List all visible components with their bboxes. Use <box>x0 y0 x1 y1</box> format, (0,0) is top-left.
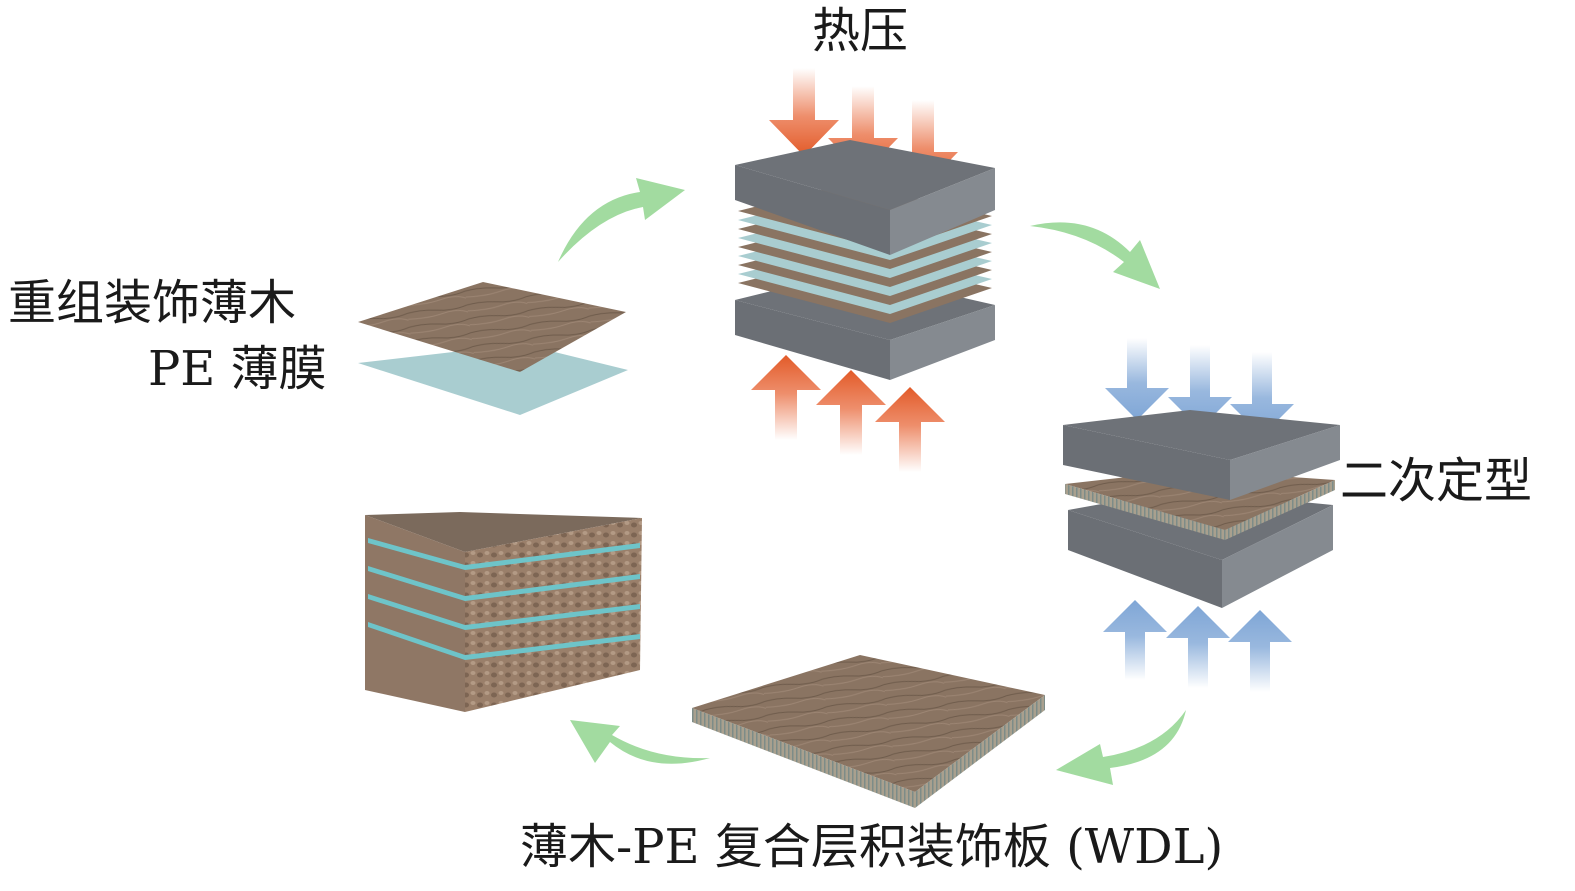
label-raw-pe-film: PE 薄膜 <box>148 341 327 397</box>
cool-arrows-down <box>1105 338 1294 436</box>
wdl-board <box>692 655 1045 808</box>
flow-arrow-2 <box>1030 222 1160 289</box>
label-secondary-shaping: 二次定型 <box>1340 453 1533 509</box>
heat-arrows-up <box>751 355 945 472</box>
raw-materials <box>358 282 628 415</box>
cross-section-block <box>365 512 642 712</box>
label-hot-press: 热压 <box>812 3 909 59</box>
flow-arrow-1 <box>558 178 685 262</box>
veneer-sheet <box>358 282 626 372</box>
pe-bands <box>368 538 640 660</box>
flow-arrow-4 <box>570 720 710 764</box>
label-raw-veneer: 重组装饰薄木 <box>8 275 297 331</box>
pe-film-sheet <box>358 344 628 415</box>
secondary-shaping-stage <box>1063 338 1340 692</box>
hot-press-stage <box>735 68 995 472</box>
cool-arrows-up <box>1103 600 1292 692</box>
flow-arrow-3 <box>1056 710 1186 785</box>
label-product: 薄木-PE 复合层积装饰板 (WDL) <box>520 819 1224 875</box>
